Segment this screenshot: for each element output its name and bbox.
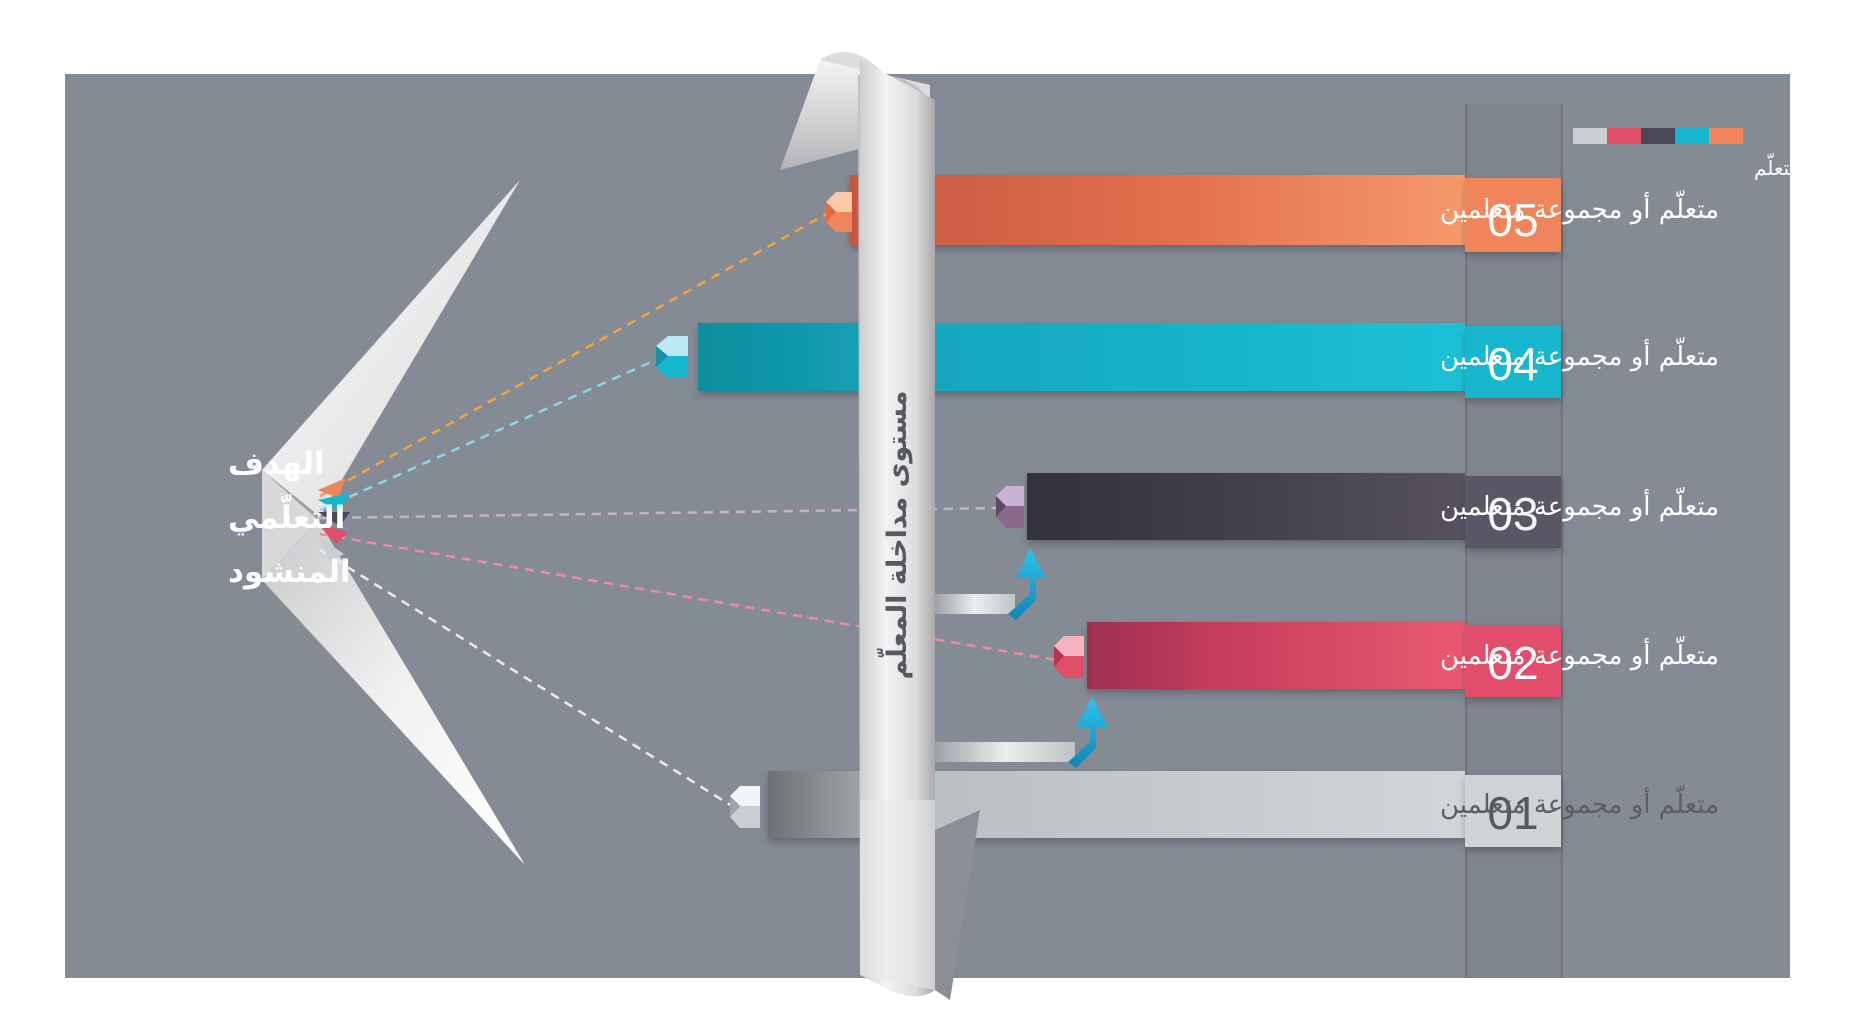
goal-arrowhead <box>262 180 525 865</box>
level-number-03: 03 <box>1487 488 1538 540</box>
tab-01 <box>1465 775 1561 847</box>
cube-marker-04 <box>656 336 688 378</box>
legend-swatch-01 <box>1573 128 1607 144</box>
bar-label-02: متعلّم أو مجموعة متعلمين <box>1440 635 1719 671</box>
bar-labels: متعلّم أو مجموعة متعلمين متعلّم أو مجموع… <box>1440 189 1719 820</box>
connector-04 <box>319 356 661 512</box>
bar-label-01: متعلّم أو مجموعة متعلمين <box>1440 784 1719 820</box>
legend-swatch-02 <box>1607 128 1641 144</box>
goal-line-1: الهدف <box>228 446 325 482</box>
level-number-01: 01 <box>1487 787 1538 839</box>
level-number-02: 02 <box>1487 637 1538 689</box>
teacher-ribbon: مستوى مداخلة المعلّم <box>780 52 980 1000</box>
bar-05 <box>850 175 1465 245</box>
level-number-04: 04 <box>1487 338 1538 390</box>
bar-02 <box>1087 622 1465 689</box>
bar-03 <box>1027 473 1465 540</box>
goal-label: الهدف التعلّمي المنشود <box>228 446 351 590</box>
bar-04 <box>698 323 1465 391</box>
level-tabs: 05 04 03 02 01 <box>1465 178 1561 847</box>
cube-markers <box>656 192 1084 828</box>
ribbon-label: مستوى مداخلة المعلّم <box>876 390 913 679</box>
step-arrows <box>935 548 1108 768</box>
bars <box>698 175 1465 838</box>
cube-marker-05 <box>826 192 852 232</box>
legend-swatch-05 <box>1709 128 1743 144</box>
bar-label-04: متعلّم أو مجموعة متعلمين <box>1440 336 1719 372</box>
cube-marker-01 <box>730 786 760 828</box>
step-arrow-lower <box>935 697 1108 768</box>
legend-label: مكتسبات المتعلّم <box>1754 153 1851 180</box>
goal-line-2: التعلّمي <box>228 493 345 536</box>
legend-swatch-04 <box>1675 128 1709 144</box>
cube-marker-03 <box>996 486 1024 528</box>
connector-lines <box>319 209 1057 808</box>
step-arrow-upper <box>935 548 1046 620</box>
legend: مكتسبات المتعلّم <box>1573 128 1851 180</box>
bar-label-03: متعلّم أو مجموعة متعلمين <box>1440 486 1719 522</box>
level-number-05: 05 <box>1487 194 1538 246</box>
goal-line-3: المنشود <box>228 554 351 590</box>
tab-02 <box>1465 625 1561 697</box>
tab-03 <box>1465 476 1561 548</box>
tab-04 <box>1465 326 1561 398</box>
connector-01 <box>319 548 733 808</box>
cube-marker-02 <box>1054 636 1084 678</box>
legend-swatch-03 <box>1641 128 1675 144</box>
connector-02 <box>319 532 1057 662</box>
tab-05 <box>1465 178 1561 252</box>
connector-05 <box>319 209 833 498</box>
bar-label-05: متعلّم أو مجموعة متعلمين <box>1440 189 1719 225</box>
tip-chevrons <box>318 478 350 562</box>
